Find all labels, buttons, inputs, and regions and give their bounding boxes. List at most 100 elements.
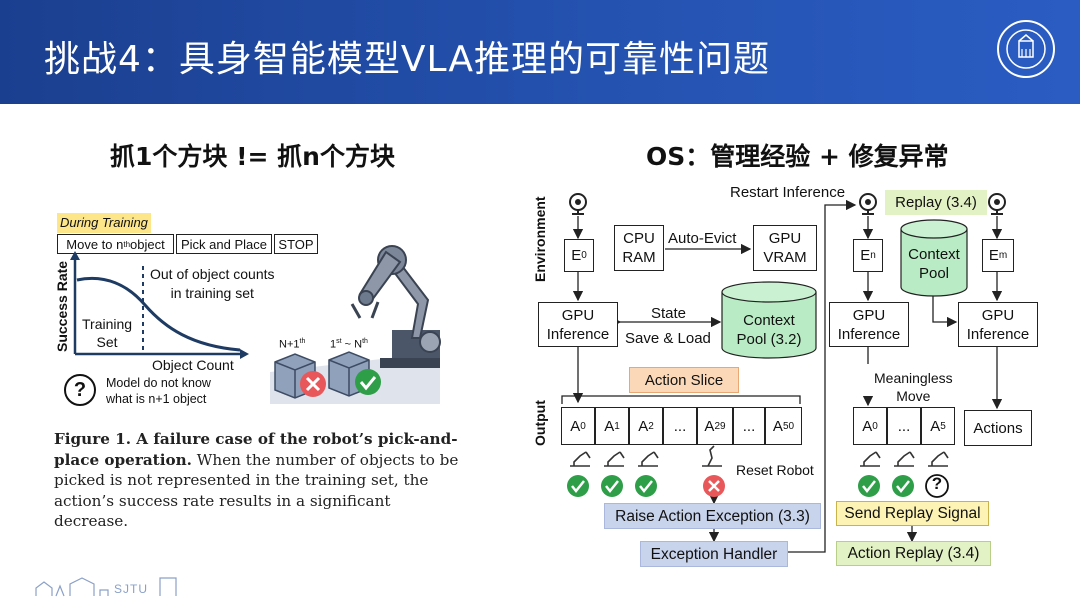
actions-box: Actions [964, 410, 1032, 446]
slide-title: 挑战4：具身智能模型VLA推理的可靠性问题 [44, 39, 771, 80]
training-set-line1: Training [82, 316, 133, 332]
figure-caption: Figure 1. A failure case of the robot’s … [54, 429, 466, 532]
robot-arm-icon [604, 451, 625, 467]
unknown-status-icon [925, 474, 949, 498]
action-replay-box: Action Replay (3.4) [836, 541, 991, 566]
context-pool-line2: Pool [918, 265, 950, 282]
context-pool-cylinder-left [721, 281, 817, 359]
x-axis-label: Object Count [152, 357, 234, 373]
robot-gripper [350, 301, 380, 319]
send-replay-box: Send Replay Signal [836, 501, 989, 526]
context-pool-label: Context Pool [902, 245, 966, 283]
caption-text: When the number of objects to be picked … [54, 450, 459, 531]
question-mark-glyph: ? [73, 379, 87, 401]
gpu-inference-line2: Inference [837, 325, 901, 343]
action-sub: 29 [714, 420, 726, 432]
task-pick-and-place: Pick and Place [176, 234, 272, 254]
check-icon [858, 475, 880, 497]
one-to-n-sup1: st [336, 338, 342, 345]
robot-arm-scene [270, 245, 441, 404]
meaningless-move-label: Meaningless Move [874, 369, 953, 405]
meaningless-line1: Meaningless [874, 370, 953, 386]
action-main: A [772, 417, 783, 435]
gpu-inference-line1: GPU [981, 306, 1015, 324]
footer-logo-text: SJTU [114, 582, 148, 596]
output-label: Output [532, 400, 548, 446]
context-pool-32-line2: Pool (3.2) [736, 331, 802, 348]
robot-arm-icon [702, 445, 722, 467]
right-heading: OS：管理经验 + 修复异常 [646, 142, 949, 171]
reset-robot-label: Reset Robot [736, 462, 814, 478]
gpu-inference-line2: Inference [966, 325, 1030, 343]
state-label: State [651, 305, 687, 322]
check-icon [892, 475, 914, 497]
camera-icon [859, 193, 877, 215]
robot-arm-icon [928, 451, 949, 467]
context-pool-32-line1: Context [743, 312, 795, 329]
n-plus-1-sup: th [299, 338, 306, 345]
camera-icon [569, 193, 587, 215]
action-sub: 50 [782, 420, 795, 432]
replay-34-box: Replay (3.4) [885, 190, 987, 215]
robot-icons [570, 445, 949, 467]
action-sub: 1 [614, 420, 620, 432]
task-move-text: Move to n [66, 236, 124, 252]
en-text: E [860, 247, 871, 264]
robot-arm-icon [894, 451, 915, 467]
gpu-vram-line2: VRAM [763, 249, 807, 266]
task-move-suffix: object [130, 236, 165, 252]
action-main: A [862, 417, 873, 435]
task-move-sup: th [123, 239, 131, 249]
one-to-n-pre: 1 [330, 338, 337, 351]
gpu-vram-line1: GPU [768, 230, 802, 247]
x-axis-arrow [240, 349, 249, 359]
e0-text: E [571, 247, 582, 264]
action-main: A [704, 417, 715, 435]
training-set-line2: Set [96, 334, 118, 350]
action-cell: ... [887, 407, 921, 445]
question-glyph: ? [931, 474, 943, 493]
title-banner: 挑战4：具身智能模型VLA推理的可靠性问题 [0, 0, 1080, 104]
action-main: ... [673, 417, 687, 435]
action-cell: ... [663, 407, 697, 445]
action-sub: 2 [648, 420, 654, 432]
en-sub: n [870, 250, 876, 261]
context-pool-32-label: Context Pool (3.2) [729, 311, 809, 349]
out-of-counts-line1: Out of object counts [150, 266, 275, 282]
e0-sub: 0 [581, 250, 587, 261]
raise-exception-box: Raise Action Exception (3.3) [604, 503, 821, 529]
question-icon [64, 374, 96, 406]
cpu-ram-line1: CPU [623, 230, 655, 247]
training-set-label: Training Set [82, 315, 132, 351]
fail-icon [300, 371, 326, 397]
n-plus-1-text: N+1 [279, 338, 300, 351]
action-slice-box: Action Slice [629, 367, 739, 393]
action-sub: 0 [872, 420, 878, 432]
check-icon [635, 475, 657, 497]
action-sub: 5 [940, 420, 946, 432]
auto-evict-label: Auto-Evict [668, 230, 737, 247]
one-to-n-mid: ~ N [341, 338, 363, 351]
robot-arm-icon [638, 451, 659, 467]
gpu-inference-line1: GPU [561, 306, 595, 324]
gpu-vram-box: GPU VRAM [753, 225, 817, 271]
check-icon [355, 369, 381, 395]
one-to-n-sup2: th [362, 338, 368, 345]
meaningless-line2: Move [896, 388, 931, 404]
fail-icon [703, 475, 725, 497]
model-note-line1: Model do not know [106, 376, 211, 390]
robot-arm-icon [570, 451, 591, 467]
out-of-counts-label: Out of object counts in training set [150, 265, 275, 303]
em-sub: m [998, 250, 1008, 261]
